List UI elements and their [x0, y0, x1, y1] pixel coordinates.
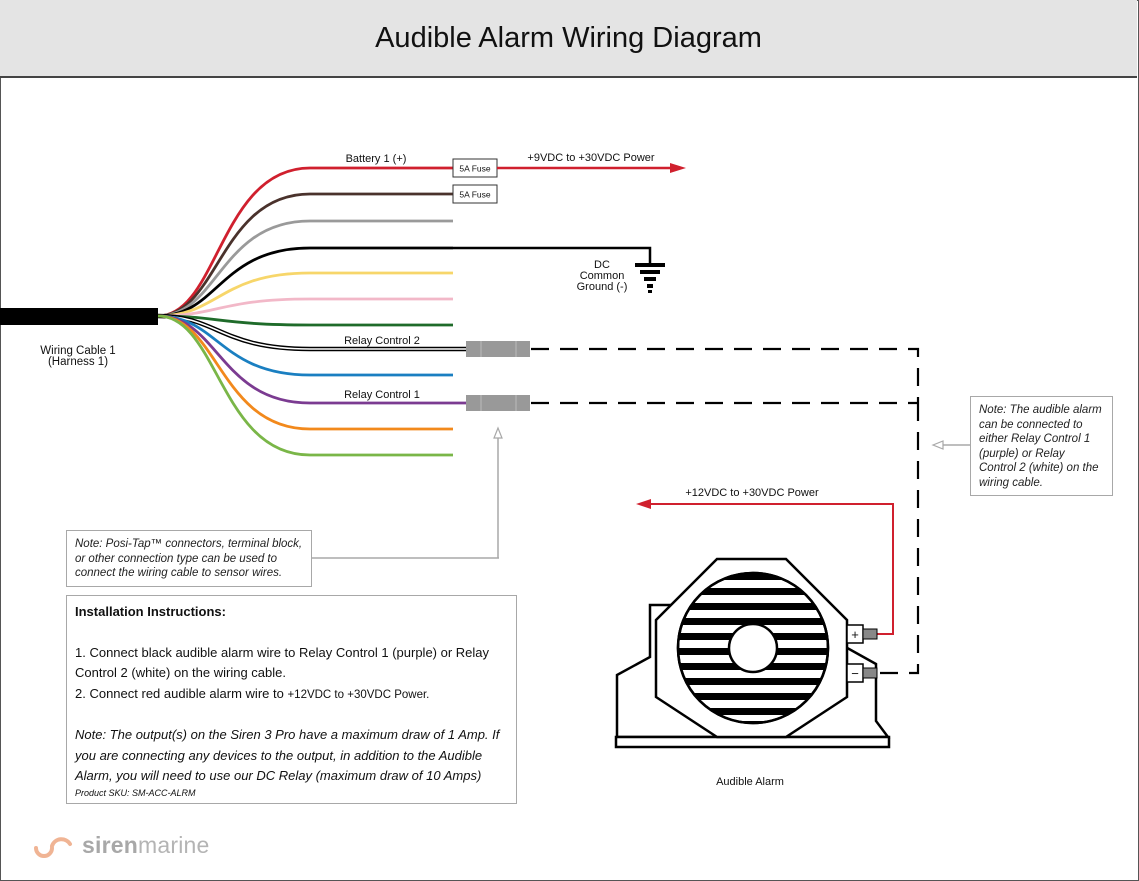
logo-bold: siren	[82, 831, 138, 858]
wire-pink	[157, 297, 453, 318]
positive-terminal-label: +	[851, 627, 859, 642]
alarm-terminal-positive: +	[846, 624, 878, 644]
wire-orange	[157, 314, 453, 431]
cable-label-line1: Wiring Cable 1	[40, 345, 115, 357]
logo-light: marine	[137, 831, 210, 858]
negative-terminal-label: −	[851, 666, 859, 681]
fuse-1-label: 5A Fuse	[459, 164, 490, 174]
connector-relay-2	[466, 341, 530, 357]
alarm-power-label: +12VDC to +30VDC Power	[685, 487, 819, 499]
alarm-label: Audible Alarm	[716, 776, 784, 788]
fuse-2	[452, 184, 498, 204]
alarm-power-arrow-icon	[636, 499, 651, 509]
logo-wordmark: sirenmarine	[82, 832, 210, 859]
instructions-note: Note: The output(s) on the Siren 3 Pro h…	[75, 727, 500, 783]
fuse-2-label: 5A Fuse	[459, 190, 490, 200]
title-bar: Audible Alarm Wiring Diagram	[0, 0, 1137, 78]
wire-light-green	[157, 314, 453, 457]
wiring-cable	[0, 308, 158, 325]
cable-label-line2: (Harness 1)	[48, 356, 108, 368]
note-left-arrow-icon	[493, 426, 503, 439]
audible-alarm-icon	[614, 557, 891, 749]
connector-relay-1	[466, 395, 530, 411]
note-relay-options: Note: The audible alarm can be connected…	[970, 396, 1113, 496]
wires-group	[157, 166, 466, 457]
installation-instructions: Installation Instructions: 1. Connect bl…	[66, 595, 517, 804]
sirenmarine-logo: sirenmarine	[32, 830, 210, 860]
ground-label-line2: Common	[580, 270, 625, 282]
wire-gray	[157, 219, 453, 318]
power-out-label: +9VDC to +30VDC Power	[527, 152, 655, 164]
alarm-power-wire	[650, 503, 894, 635]
instructions-step-2-text: 2. Connect red audible alarm wire to	[75, 685, 288, 701]
instructions-step-1: 1. Connect black audible alarm wire to R…	[75, 644, 490, 681]
instructions-step-2: 2. Connect red audible alarm wire to +12…	[75, 684, 508, 706]
ground-label-line1: DC	[594, 259, 610, 271]
product-sku: Product SKU: SM-ACC-ALRM	[75, 787, 196, 798]
relay-control-1-label: Relay Control 1	[344, 389, 420, 401]
battery-label: Battery 1 (+)	[346, 153, 407, 165]
note-right-arrow-icon	[931, 440, 944, 450]
ground-wire	[453, 246, 652, 264]
relay-control-2-label: Relay Control 2	[344, 335, 420, 347]
alarm-terminal-negative: −	[846, 663, 878, 683]
instructions-step-2-power: +12VDC to +30VDC Power.	[287, 688, 430, 701]
note-connectors: Note: Posi-Tap™ connectors, terminal blo…	[66, 530, 312, 587]
relay-dashed-wires	[531, 347, 920, 675]
page-title: Audible Alarm Wiring Diagram	[375, 21, 762, 54]
power-out-arrow-icon	[670, 163, 686, 173]
wire-brown	[157, 192, 453, 318]
logo-mark-icon	[34, 837, 72, 858]
ground-label-line3: Ground (-)	[577, 281, 628, 293]
instructions-heading: Installation Instructions:	[75, 604, 226, 619]
ground-symbol-icon	[635, 263, 665, 293]
